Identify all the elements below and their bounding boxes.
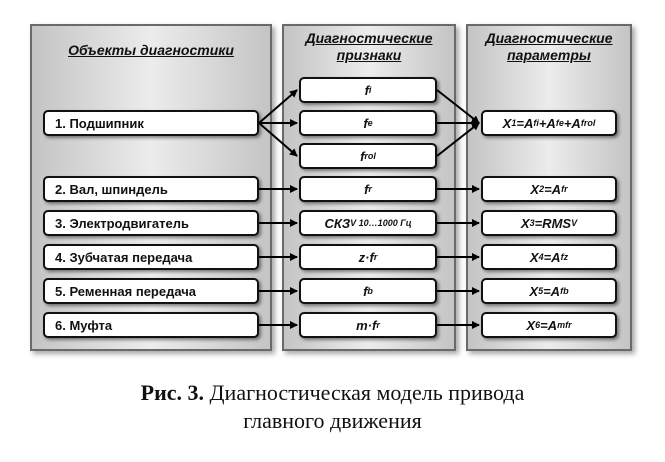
objects-header: Объекты диагностики: [68, 42, 234, 58]
arrow-bearing-fi: [258, 89, 298, 124]
arrow-frol-x1: [436, 122, 480, 157]
figure-caption-line2: главного движения: [243, 408, 422, 433]
object-shaft: 2. Вал, шпиндель: [43, 176, 259, 202]
object-bearing: 1. Подшипник: [43, 110, 259, 136]
arrow-bearing-frol: [258, 122, 298, 157]
arrow-fi-x1: [436, 89, 480, 124]
figure-caption: Рис. 3. Диагностическая модель привода: [0, 380, 665, 406]
caption-label: Рис. 3.: [140, 380, 205, 405]
object-coupling: 6. Муфта: [43, 312, 259, 338]
object-gear: 4. Зубчатая передача: [43, 244, 259, 270]
object-motor: 3. Электродвигатель: [43, 210, 259, 236]
object-belt: 5. Ременная передача: [43, 278, 259, 304]
signs-header: Диагностические признаки: [305, 30, 433, 63]
params-header: Диагностические параметры: [485, 30, 613, 63]
caption-line1: Диагностическая модель привода: [209, 380, 525, 405]
